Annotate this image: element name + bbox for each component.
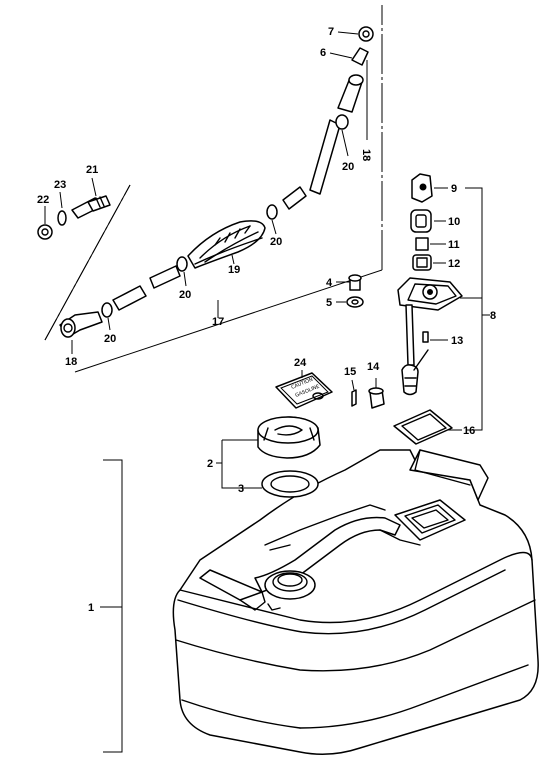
caution-decal: CAUTION GASOLINE [275,372,333,409]
callout-labels: 1 2 3 4 5 6 7 8 9 10 11 12 13 14 15 16 1… [37,26,496,614]
label-16: 16 [463,425,475,437]
label-7: 7 [328,26,334,38]
screw-and-washer [346,274,364,308]
label-11: 11 [448,239,460,251]
label-24: 24 [294,357,307,369]
label-3: 3 [238,483,244,495]
label-22: 22 [37,194,49,206]
label-13: 13 [451,335,463,347]
label-20-left: 20 [179,289,191,301]
fuel-tank [172,449,539,755]
leader-lines [44,31,490,753]
label-14: 14 [367,361,380,373]
fuel-cap [257,416,321,459]
label-19: 19 [228,264,240,276]
label-2: 2 [207,458,213,470]
label-10: 10 [448,216,460,228]
label-4: 4 [326,277,333,289]
label-20-lower: 20 [104,333,116,345]
label-1: 1 [88,602,94,614]
fuel-line-assembly [59,26,374,338]
label-6: 6 [320,47,326,59]
label-21: 21 [86,164,98,176]
label-23: 23 [54,179,66,191]
label-20-mid: 20 [270,236,282,248]
inlet-connector-set [37,195,111,240]
label-18-upper: 18 [360,149,372,161]
label-20-upper: 20 [342,161,354,173]
cap-gasket [261,470,319,498]
fuel-gauge-assembly [393,173,463,445]
label-12: 12 [448,258,460,270]
fuel-line-bracket [44,5,383,373]
label-15: 15 [344,366,356,378]
label-5: 5 [326,297,332,309]
part-14-15 [351,387,385,409]
label-18-lower: 18 [65,356,77,368]
label-8: 8 [490,310,496,322]
label-9: 9 [451,183,457,195]
label-17: 17 [212,316,224,328]
